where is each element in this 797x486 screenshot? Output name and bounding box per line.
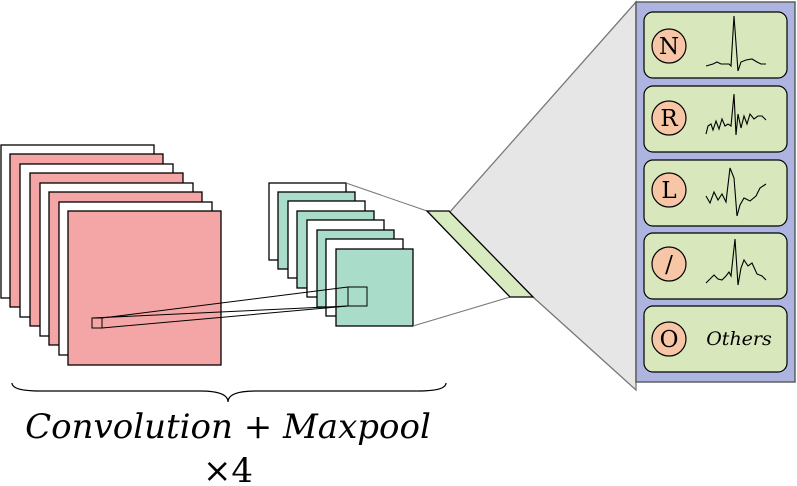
class-box-others: O Others	[643, 305, 788, 373]
conv-map-front	[67, 210, 222, 366]
connector-line	[91, 305, 349, 319]
class-symbol: R	[660, 106, 678, 132]
class-symbol-circle	[651, 321, 687, 357]
others-label: Others	[706, 328, 772, 350]
class-symbol-circle	[651, 28, 687, 64]
class-symbol-circle	[651, 246, 687, 282]
flatten-layer	[425, 210, 535, 298]
class-box	[643, 305, 788, 373]
lbbb-beat-icon	[705, 167, 767, 217]
pool-window	[347, 286, 368, 307]
class-box	[643, 85, 788, 153]
class-box-paced: /	[643, 232, 788, 300]
class-symbol: O	[660, 327, 679, 353]
pool-feature-map-stack	[268, 182, 414, 327]
connector-line	[345, 182, 428, 212]
class-symbol-circle	[651, 100, 687, 136]
conv-feature-map-stack	[0, 144, 222, 366]
paced-beat-icon	[705, 238, 767, 286]
class-box	[643, 11, 788, 79]
connector-line	[101, 286, 349, 319]
class-box-l: L	[643, 159, 788, 227]
layer-group-brace	[11, 382, 447, 403]
rbbb-beat-icon	[705, 93, 767, 136]
class-box-n: N	[643, 11, 788, 79]
repeat-caption: ×4	[203, 451, 253, 486]
connector-line	[101, 305, 349, 329]
class-symbol: /	[665, 252, 673, 278]
projection-funnel	[448, 0, 637, 392]
class-symbol: N	[659, 34, 679, 60]
normal-beat-icon	[705, 15, 766, 72]
operation-caption: Convolution + Maxpool	[25, 407, 431, 447]
class-box-r: R	[643, 85, 788, 153]
class-box	[643, 232, 788, 300]
connector-line	[412, 296, 511, 327]
class-symbol-circle	[651, 172, 687, 208]
class-symbol: L	[661, 178, 676, 204]
